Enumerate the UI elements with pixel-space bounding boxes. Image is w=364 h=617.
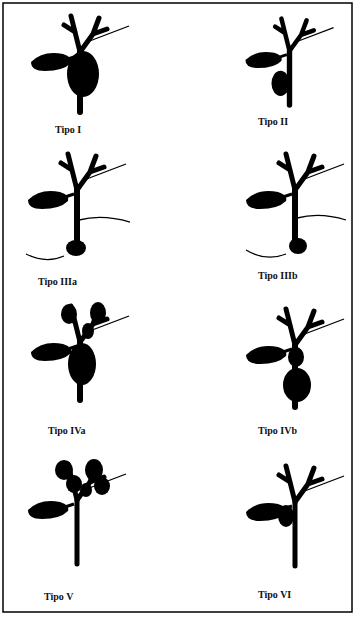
choledochocele [66, 240, 86, 256]
choledochocele [289, 238, 307, 254]
cyst [66, 475, 82, 493]
type-ii-figure [245, 19, 333, 105]
frame [3, 3, 352, 612]
cyst [68, 343, 96, 385]
cyst [283, 368, 311, 402]
cyst [90, 302, 106, 324]
type-iva-figure [31, 302, 129, 400]
type-label: Tipo IVb [258, 425, 297, 436]
common-bile-duct [75, 500, 80, 564]
common-bile-duct [74, 190, 80, 242]
type-v-figure [28, 459, 126, 564]
diverticulum [272, 71, 290, 96]
cyst [94, 477, 110, 495]
pancreatic-duct [297, 215, 346, 220]
type-i-figure [31, 16, 129, 112]
common-bile-duct [292, 190, 298, 240]
cyst [80, 483, 92, 497]
type-label: Tipo V [44, 591, 73, 602]
type-iiib-figure [246, 154, 346, 257]
type-vi-figure [246, 466, 344, 566]
type-label: Tipo IIIa [38, 276, 77, 287]
cyst [67, 51, 99, 97]
type-label: Tipo II [258, 116, 288, 127]
type-label: Tipo IVa [48, 425, 86, 436]
type-label: Tipo I [55, 124, 81, 135]
type-label: Tipo IIIb [258, 270, 298, 281]
cyst [288, 347, 304, 367]
type-ivb-figure [246, 309, 344, 407]
pancreatic-duct [79, 217, 130, 222]
cyst [61, 304, 77, 324]
type-label: Tipo VI [258, 589, 291, 600]
duodenal-wall [246, 250, 286, 257]
cyst [82, 323, 94, 339]
cystic-duct-cyst [278, 505, 294, 527]
type-iiia-figure [26, 154, 130, 260]
duodenal-wall [26, 254, 64, 260]
